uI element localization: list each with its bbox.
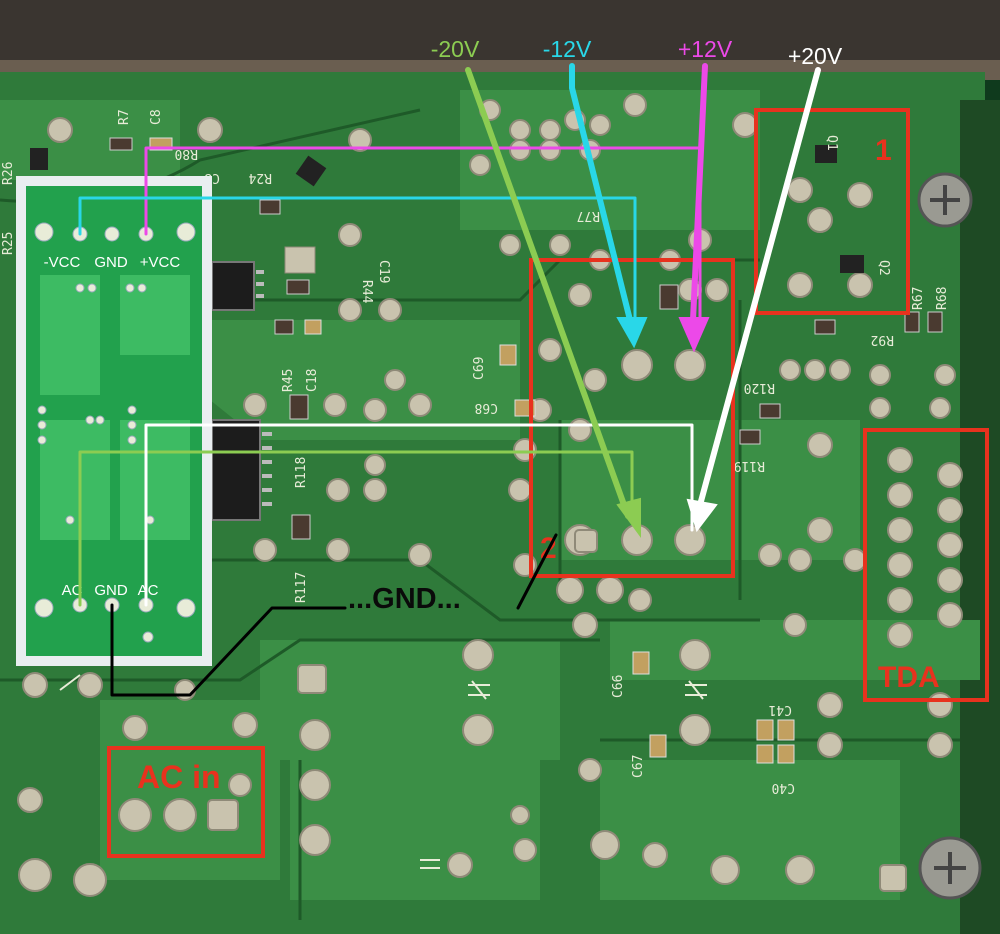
label-pos20v: +20V	[788, 43, 843, 69]
wire-gnd-right	[516, 533, 558, 610]
box-1-frame	[754, 108, 910, 315]
arrow-neg20-shaft	[465, 67, 631, 519]
screws	[917, 172, 982, 900]
silk-r117: R117	[294, 572, 309, 603]
silk-r120: R120	[744, 380, 775, 395]
module-label-pos-vcc: +VCC	[140, 254, 181, 271]
module-label-ac-right: AC	[138, 582, 159, 599]
silk-c41: C41	[769, 702, 792, 717]
module-label-neg-vcc: -VCC	[44, 254, 81, 271]
tda-box-frame	[863, 428, 989, 702]
silk-q2: Q2	[876, 260, 891, 276]
silk-c8: C8	[149, 109, 164, 125]
arrow-pos12-head	[678, 317, 710, 353]
silk-c69: C69	[472, 357, 487, 380]
silk-r7: R7	[117, 109, 132, 125]
box-2-frame	[529, 258, 735, 578]
gnd-label: ...GND...	[348, 583, 461, 615]
silk-r45: R45	[281, 369, 296, 392]
arrow-neg20-head	[616, 497, 641, 539]
silk-q1: Q1	[824, 135, 839, 151]
arrow-neg12-head	[616, 317, 648, 349]
silk-r119: R119	[734, 458, 765, 473]
silk-r24: R24	[248, 170, 272, 185]
wires	[78, 146, 702, 697]
silkscreen-labels: R7 C8 R26 R80 C8 R24 R25 C19 R44 R45 C18…	[1, 109, 950, 795]
solder-pads	[17, 93, 963, 897]
label-pos12v: +12V	[678, 36, 733, 62]
module-label-gnd-top: GND	[94, 254, 128, 271]
label-neg20v: -20V	[431, 36, 480, 62]
wire-neg20	[78, 450, 634, 607]
silk-r68: R68	[935, 287, 950, 310]
annotation-boxes	[107, 108, 989, 858]
capacitor-symbols	[59, 674, 707, 869]
silk-r44: R44	[359, 280, 374, 304]
pcb-right-edge	[960, 100, 1000, 934]
arrow-neg12-shaft	[569, 63, 633, 323]
wire-pos20	[144, 423, 694, 607]
voltage-arrows	[465, 63, 821, 539]
silk-r80: R80	[175, 146, 198, 161]
label-neg12v: -12V	[543, 36, 592, 62]
arrow-pos20-shaft	[697, 67, 821, 508]
ac-in-label: AC in	[137, 759, 221, 795]
square-pads	[207, 529, 907, 892]
silk-c40: C40	[772, 780, 795, 795]
silk-c66: C66	[611, 675, 626, 698]
silk-r67: R67	[911, 287, 926, 310]
silk-c19: C19	[376, 260, 391, 283]
silk-c67: C67	[631, 755, 646, 778]
arrow-pos12-shaft	[690, 63, 708, 323]
box-1-label: 1	[875, 134, 892, 167]
silk-r118: R118	[294, 457, 309, 488]
silk-c68: C68	[475, 400, 498, 415]
silk-r77: R77	[577, 208, 600, 223]
silk-r26: R26	[1, 162, 16, 185]
silk-r92: R92	[871, 332, 894, 347]
ac-in-box-frame	[107, 746, 265, 858]
silk-c18: C18	[305, 369, 320, 392]
wire-gnd	[110, 603, 347, 697]
power-module: -VCC GND +VCC AC GND AC	[16, 176, 212, 666]
smd-components	[30, 137, 943, 764]
module-label-ac-left: AC	[62, 582, 83, 599]
arrow-pos20-head	[686, 498, 718, 533]
tda-label: TDA	[878, 661, 940, 694]
silk-r25: R25	[1, 232, 16, 255]
wire-neg12	[78, 196, 637, 322]
module-label-gnd-bottom: GND	[94, 582, 128, 599]
ic-chips	[211, 261, 272, 521]
